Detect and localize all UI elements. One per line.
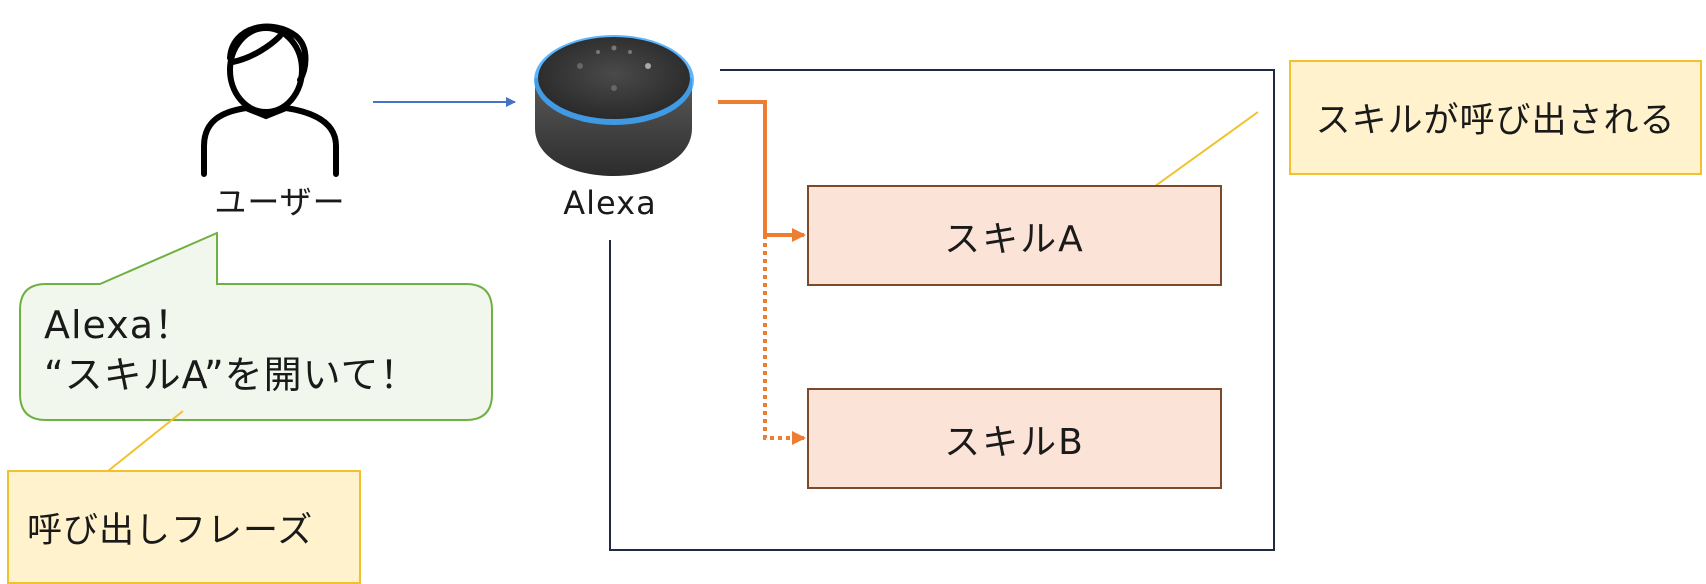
skill-a-box: スキルA bbox=[807, 185, 1222, 286]
speech-line-1: Alexa！ bbox=[44, 303, 194, 347]
note-skill-invoked-text: スキルが呼び出される bbox=[1315, 101, 1676, 141]
note-invocation-phrase: 呼び出しフレーズ bbox=[7, 470, 361, 584]
alexa-label: Alexa bbox=[563, 184, 657, 222]
skill-container-frame bbox=[609, 69, 1275, 551]
person-icon bbox=[201, 23, 339, 177]
echo-dot-speaker-icon bbox=[534, 35, 694, 176]
callout-line-phrase bbox=[107, 410, 184, 472]
skill-b-label: スキルB bbox=[944, 421, 1085, 463]
arrow-alexa-to-skill-a bbox=[718, 100, 806, 242]
skill-a-label: スキルA bbox=[944, 218, 1085, 260]
user-label: ユーザー bbox=[214, 183, 346, 221]
note-skill-invoked: スキルが呼び出される bbox=[1289, 60, 1702, 175]
note-invocation-phrase-text: 呼び出しフレーズ bbox=[27, 510, 314, 551]
speech-bubble-text: Alexa！ “スキルA”を開いて！ bbox=[44, 300, 484, 400]
skill-b-box: スキルB bbox=[807, 388, 1222, 489]
speech-bubble-shape bbox=[19, 231, 493, 421]
arrow-alexa-to-skill-b bbox=[763, 235, 806, 445]
speech-line-2: “スキルA”を開いて！ bbox=[44, 353, 419, 397]
